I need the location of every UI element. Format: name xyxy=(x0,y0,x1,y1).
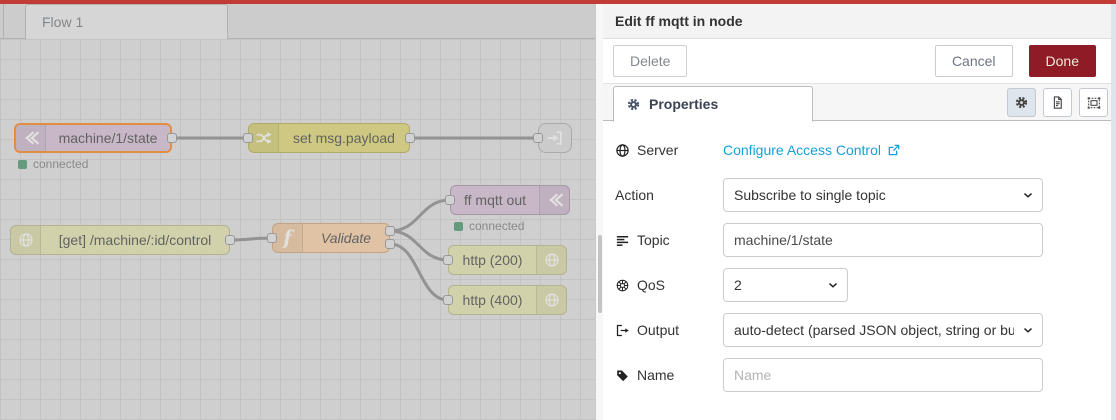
server-row: Server Configure Access Control xyxy=(615,133,1106,167)
qos-icon xyxy=(616,279,629,291)
globe-icon xyxy=(616,143,629,157)
node-change[interactable]: set msg.payload xyxy=(248,123,410,153)
output-select-wrap: auto-detect (parsed JSON object, string … xyxy=(723,313,1043,347)
mqtt-bridge-icon xyxy=(16,125,46,151)
flow-tabbar: Flow 1 xyxy=(0,4,595,39)
topic-input[interactable] xyxy=(723,223,1043,257)
output-port[interactable] xyxy=(225,235,235,245)
wires-layer xyxy=(170,136,540,302)
edit-panel-title: Edit ff mqtt in node xyxy=(615,13,743,29)
output-port-1[interactable] xyxy=(385,226,395,236)
output-row: Output auto-detect (parsed JSON object, … xyxy=(615,313,1106,347)
configure-access-control-link[interactable]: Configure Access Control xyxy=(723,142,901,158)
globe-icon xyxy=(536,286,566,314)
wire[interactable] xyxy=(388,229,450,262)
tab-stub xyxy=(3,4,4,38)
edit-panel: Edit ff mqtt in node Delete Cancel Done … xyxy=(603,4,1116,420)
qos-row: QoS 2 xyxy=(615,268,1106,302)
node-link-out[interactable] xyxy=(538,123,572,153)
node-http-response-400[interactable]: http (400) xyxy=(448,285,567,315)
output-label: Output xyxy=(615,322,723,338)
input-port[interactable] xyxy=(443,295,453,305)
top-accent-bar xyxy=(0,0,1116,4)
name-row: Name xyxy=(615,358,1106,392)
edit-shade-overlay xyxy=(0,4,595,420)
output-select[interactable]: auto-detect (parsed JSON object, string … xyxy=(723,313,1043,347)
input-port[interactable] xyxy=(243,133,253,143)
node-label: http (200) xyxy=(462,252,523,268)
qos-select-wrap: 2 xyxy=(723,268,848,302)
status-text: connected xyxy=(469,219,525,233)
action-select[interactable]: Subscribe to single topic xyxy=(723,178,1043,212)
edit-panel-tabs: Properties xyxy=(603,84,1116,122)
flow-tab-label: Flow 1 xyxy=(42,14,84,30)
tab-flow-1[interactable]: Flow 1 xyxy=(25,4,228,39)
properties-tab-label: Properties xyxy=(649,96,719,112)
node-label: machine/1/state xyxy=(58,130,158,146)
node-label: set msg.payload xyxy=(293,130,395,146)
qos-select[interactable]: 2 xyxy=(723,268,848,302)
wire[interactable] xyxy=(388,242,450,302)
shuffle-icon xyxy=(249,124,279,152)
node-mqtt-out[interactable]: ff mqtt out xyxy=(450,185,570,215)
tasks-icon xyxy=(616,235,629,246)
input-port[interactable] xyxy=(267,233,277,243)
topic-label: Topic xyxy=(615,232,723,248)
document-icon xyxy=(1053,96,1062,109)
panel-scrollbar[interactable] xyxy=(1111,4,1116,420)
name-input[interactable] xyxy=(723,358,1043,392)
action-row: Action Subscribe to single topic xyxy=(615,178,1106,212)
input-port[interactable] xyxy=(533,133,543,143)
globe-icon xyxy=(11,226,41,254)
qos-label: QoS xyxy=(615,277,723,293)
status-text: connected xyxy=(33,157,89,171)
node-properties-form: Server Configure Access Control Action S… xyxy=(603,121,1116,392)
node-function[interactable]: f Validate xyxy=(272,223,390,253)
properties-view-button[interactable] xyxy=(1007,88,1036,117)
appearance-button[interactable] xyxy=(1079,88,1108,117)
output-port[interactable] xyxy=(167,133,177,143)
external-link-icon xyxy=(888,144,900,156)
sign-out-icon xyxy=(616,324,629,336)
name-label: Name xyxy=(615,367,723,383)
wire[interactable] xyxy=(388,198,452,233)
node-http-response-200[interactable]: http (200) xyxy=(448,245,567,275)
input-port[interactable] xyxy=(445,195,455,205)
gear-icon xyxy=(627,98,640,110)
globe-icon xyxy=(536,246,566,274)
done-button[interactable]: Done xyxy=(1028,45,1096,77)
flow-canvas[interactable]: Flow 1 machine/1/state connected xyxy=(0,4,595,420)
tab-properties[interactable]: Properties xyxy=(613,86,813,122)
action-label: Action xyxy=(615,187,654,203)
mqtt-bridge-icon xyxy=(539,186,569,214)
output-port-2[interactable] xyxy=(385,239,395,249)
cancel-button[interactable]: Cancel xyxy=(934,45,1013,77)
status-dot-icon xyxy=(18,159,27,169)
description-button[interactable] xyxy=(1043,88,1072,117)
node-status: connected xyxy=(454,219,524,233)
server-label: Server xyxy=(615,142,723,158)
tag-icon xyxy=(617,370,628,381)
node-label: ff mqtt out xyxy=(464,192,526,208)
status-dot-icon xyxy=(454,221,463,231)
delete-button[interactable]: Delete xyxy=(613,45,688,77)
function-icon: f xyxy=(273,224,303,252)
node-label: Validate xyxy=(320,230,372,246)
link-out-icon xyxy=(539,124,571,152)
object-group-icon xyxy=(1087,96,1100,109)
edit-panel-header: Edit ff mqtt in node xyxy=(603,4,1116,39)
edit-panel-toolbar: Delete Cancel Done xyxy=(603,39,1116,84)
node-status: connected xyxy=(18,157,88,171)
node-http-in[interactable]: [get] /machine/:id/control xyxy=(10,225,230,255)
scrollbar-thumb[interactable] xyxy=(598,235,602,313)
node-label: [get] /machine/:id/control xyxy=(58,232,212,248)
output-port[interactable] xyxy=(405,133,415,143)
canvas-scrollbar[interactable] xyxy=(595,4,603,420)
gear-icon xyxy=(1015,96,1028,109)
node-label: http (400) xyxy=(462,292,523,308)
input-port[interactable] xyxy=(443,255,453,265)
topic-row: Topic xyxy=(615,223,1106,257)
edit-panel-tab-buttons xyxy=(1007,88,1108,117)
action-select-wrap: Subscribe to single topic xyxy=(723,178,1043,212)
